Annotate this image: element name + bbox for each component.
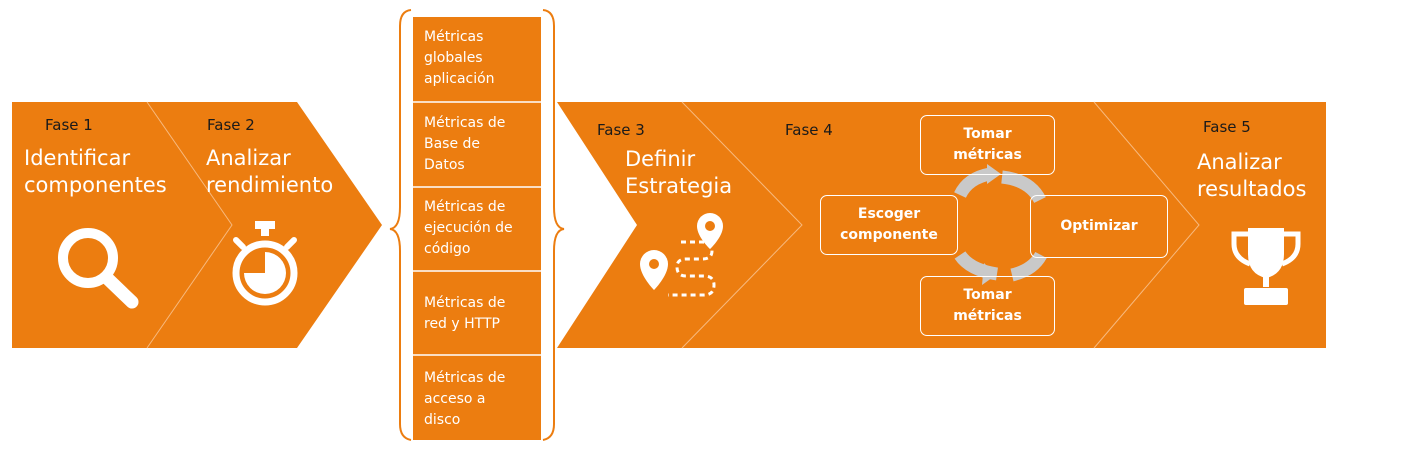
phase-1-shape [12,102,232,348]
phase-5-label: Fase 5 [1203,118,1251,136]
phase-4-shape [682,102,1199,348]
divider-line [146,101,233,349]
metric-item: Métricas de ejecución de código [424,199,513,257]
cycle-right-box: Optimizar [1030,195,1168,258]
metric-item: Métricas globales aplicación [424,29,495,87]
divider-line [681,101,803,349]
metric-item: Métricas de red y HTTP [424,295,506,332]
metrics-dividers [413,101,541,356]
cycle-bottom-box: Tomar métricas [920,276,1055,336]
phase-3-label: Fase 3 [597,121,645,139]
trophy-icon [1231,228,1301,305]
left-brace [389,9,412,441]
metric-item: Métricas de Base de Datos [424,115,506,173]
route-map-icon [640,213,723,297]
phase-4-label: Fase 4 [785,121,833,139]
phase-3-shape [557,102,802,348]
phase-1-title: Identificar componentes [24,146,167,197]
phase-1-label: Fase 1 [45,116,93,134]
phase-5-title: Analizar resultados [1197,150,1307,201]
magnifier-icon [58,228,139,309]
phase-2-label: Fase 2 [207,116,255,134]
phase-2-title: Analizar rendimiento [206,146,334,197]
metric-item: Métricas de acceso a disco [424,370,506,428]
stopwatch-icon [232,221,298,306]
phase-3-title: Definir Estrategia [625,147,733,198]
metrics-column [413,17,541,440]
cycle-top-box: Tomar métricas [920,115,1055,175]
right-brace [542,9,565,441]
divider-line [1093,101,1200,349]
cycle-left-box: Escoger componente [820,195,958,255]
